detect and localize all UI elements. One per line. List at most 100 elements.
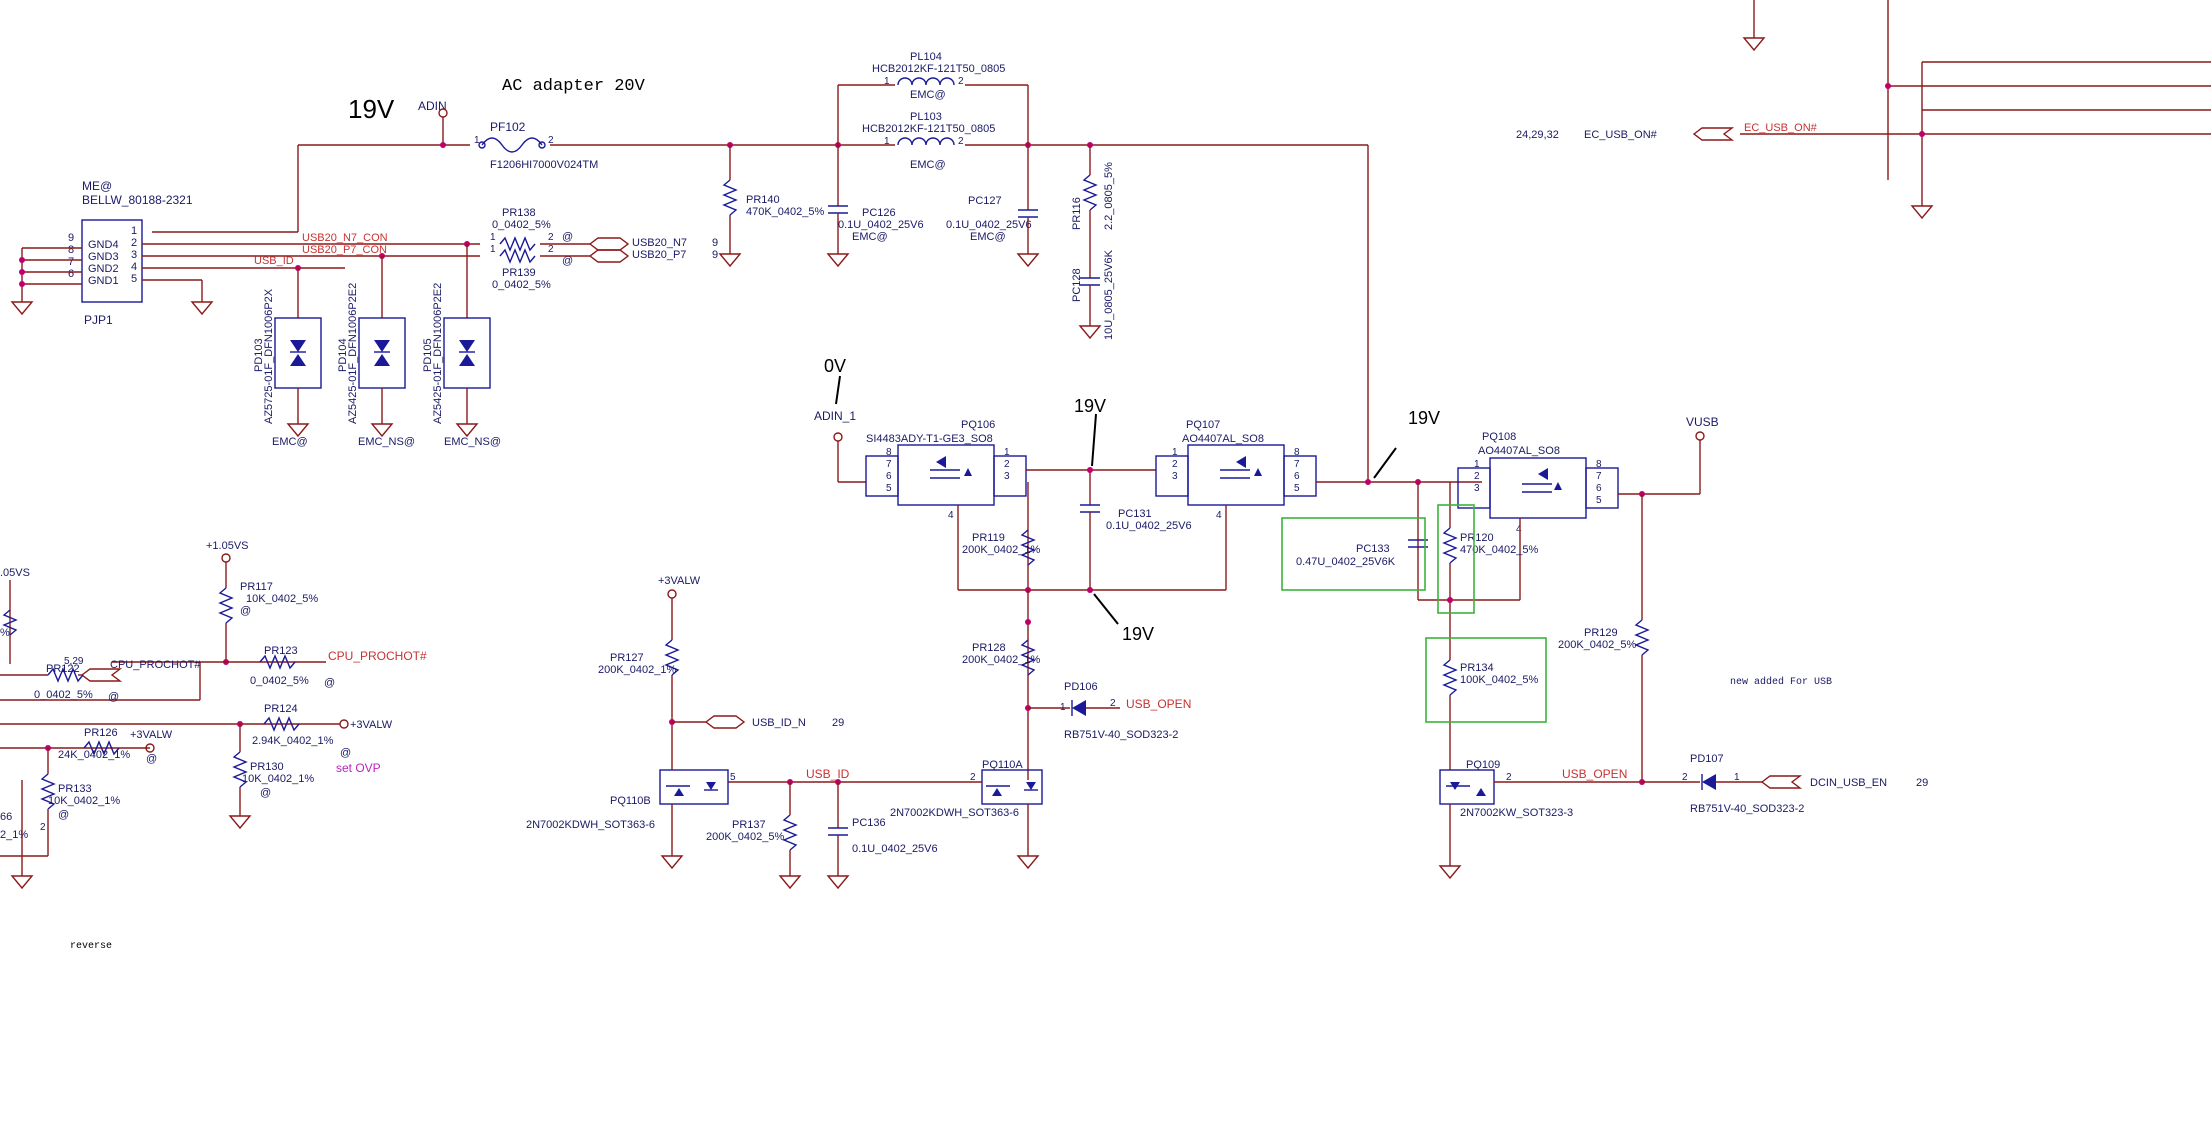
svg-text:7: 7 <box>886 459 892 470</box>
pr128-resistor <box>1020 639 1036 676</box>
v105vs-label: +1.05VS <box>206 540 249 552</box>
svg-text:PQ108: PQ108 <box>1482 431 1516 443</box>
svg-text:8: 8 <box>1294 447 1300 458</box>
svg-text:9: 9 <box>712 249 718 261</box>
svg-text:6: 6 <box>1294 471 1300 482</box>
svg-text:GND1: GND1 <box>88 275 119 287</box>
pr137-resistor <box>782 814 798 851</box>
svg-text:PR127: PR127 <box>610 652 644 664</box>
svg-text:PR129: PR129 <box>1584 627 1618 639</box>
voltage-0v: 0V <box>824 356 846 376</box>
svg-text:1: 1 <box>1172 447 1178 458</box>
pjp1-connector <box>81 219 143 303</box>
svg-text:PR122: PR122 <box>46 663 80 675</box>
voltage-19v-main: 19V <box>348 94 395 124</box>
svg-text:PC136: PC136 <box>852 817 886 829</box>
svg-text:200K_0402_1%: 200K_0402_1% <box>962 654 1041 666</box>
svg-text:PC126: PC126 <box>862 207 896 219</box>
net-cpu-prochot-a: CPU_PROCHOT# <box>110 659 201 671</box>
pf102-ref: PF102 <box>490 120 526 134</box>
svg-text:HCB2012KF-121T50_0805: HCB2012KF-121T50_0805 <box>872 63 1005 75</box>
svg-text:PC127: PC127 <box>968 195 1002 207</box>
pr122-resistor <box>47 667 84 683</box>
vusb-label: VUSB <box>1686 415 1719 429</box>
pd106-diode <box>1072 700 1086 716</box>
svg-text:EMC@: EMC@ <box>970 231 1006 243</box>
svg-text:@: @ <box>58 809 69 821</box>
net-usb-open-a: USB_OPEN <box>1126 697 1191 711</box>
highlight-pr134 <box>1425 637 1547 723</box>
svg-text:@: @ <box>324 677 335 689</box>
svg-text:PQ110B: PQ110B <box>610 795 651 807</box>
pr139-resistor <box>499 248 536 264</box>
svg-text:5: 5 <box>1596 495 1602 506</box>
svg-text:PR130: PR130 <box>250 761 284 773</box>
pr133-resistor <box>40 773 56 810</box>
net-usb-open-b: USB_OPEN <box>1562 767 1627 781</box>
pd103-tvs <box>274 268 322 438</box>
svg-text:4: 4 <box>1516 524 1522 535</box>
svg-text:PR123: PR123 <box>264 645 298 657</box>
svg-text:SI4483ADY-T1-GE3_SO8: SI4483ADY-T1-GE3_SO8 <box>866 433 993 445</box>
ac-adapter-note: AC adapter 20V <box>502 77 646 96</box>
svg-text:PQ106: PQ106 <box>961 419 995 431</box>
net-cpu-prochot-b: CPU_PROCHOT# <box>328 649 427 663</box>
svg-text:2N7002KDWH_SOT363-6: 2N7002KDWH_SOT363-6 <box>526 819 655 831</box>
pjp1-part: BELLW_80188-2321 <box>82 193 193 207</box>
svg-text:@: @ <box>240 605 251 617</box>
pjp1-ref: PJP1 <box>84 313 113 327</box>
svg-text:EMC_NS@: EMC_NS@ <box>358 436 415 448</box>
svg-text:3: 3 <box>131 249 137 261</box>
pr117-resistor <box>218 587 234 624</box>
pl104-inductor <box>897 77 955 86</box>
svg-text:PR138: PR138 <box>502 207 536 219</box>
net-usb20-n7-con: USB20_N7_CON <box>302 232 388 244</box>
svg-text:4: 4 <box>1216 510 1222 521</box>
svg-text:0.47U_0402_25V6K: 0.47U_0402_25V6K <box>1296 556 1396 568</box>
svg-text:1: 1 <box>490 232 496 243</box>
svg-text:GND3: GND3 <box>88 251 119 263</box>
usb20-p7-offpage <box>588 249 630 263</box>
svg-text:PR137: PR137 <box>732 819 766 831</box>
usb-id-n-offpage <box>704 715 746 729</box>
svg-text:2: 2 <box>40 822 46 833</box>
svg-text:10U_0805_25V6K: 10U_0805_25V6K <box>1103 249 1115 340</box>
pq110b-mosfet <box>659 769 729 805</box>
svg-text:100K_0402_5%: 100K_0402_5% <box>1460 674 1539 686</box>
svg-text:AZ5425-01F_DFN1006P2E2: AZ5425-01F_DFN1006P2E2 <box>432 283 444 424</box>
pr138-resistor <box>499 236 536 252</box>
svg-text:PR134: PR134 <box>1460 662 1494 674</box>
svg-text:HCB2012KF-121T50_0805: HCB2012KF-121T50_0805 <box>862 123 995 135</box>
svg-text:7: 7 <box>1596 471 1602 482</box>
svg-text:2: 2 <box>1682 772 1688 783</box>
svg-text:4: 4 <box>131 261 137 273</box>
svg-text:PR128: PR128 <box>972 642 1006 654</box>
svg-text:PC133: PC133 <box>1356 543 1390 555</box>
svg-text:0_0402_5%: 0_0402_5% <box>34 689 93 701</box>
svg-text:PR139: PR139 <box>502 267 536 279</box>
svg-text:66: 66 <box>0 811 12 823</box>
svg-text:2: 2 <box>131 237 137 249</box>
svg-text:2.2_0805_5%: 2.2_0805_5% <box>1103 162 1115 230</box>
me-note: ME@ <box>82 179 112 193</box>
adin-1-label: ADIN_1 <box>814 409 856 423</box>
svg-text:29: 29 <box>832 717 844 729</box>
svg-text:PR126: PR126 <box>84 727 118 739</box>
svg-text:1: 1 <box>1734 772 1740 783</box>
v05vs-label: .05VS <box>0 567 30 579</box>
svg-text:6: 6 <box>1596 483 1602 494</box>
pq110a-mosfet <box>981 769 1043 805</box>
adin-label: ADIN <box>418 99 447 113</box>
svg-text:PR120: PR120 <box>1460 532 1494 544</box>
svg-text:0.1U_0402_25V6: 0.1U_0402_25V6 <box>1106 520 1192 532</box>
svg-text:1: 1 <box>1474 459 1480 470</box>
svg-text:PQ110A: PQ110A <box>982 759 1023 771</box>
pr134-resistor <box>1442 659 1458 696</box>
svg-text:1: 1 <box>131 225 137 237</box>
pr130-resistor <box>232 751 248 788</box>
svg-text:2: 2 <box>548 135 554 146</box>
svg-text:1: 1 <box>474 135 480 146</box>
svg-text:AZ5425-01F_DFN1006P2E2: AZ5425-01F_DFN1006P2E2 <box>347 283 359 424</box>
pr119-resistor <box>1020 529 1036 566</box>
svg-text:2_1%: 2_1% <box>0 829 28 841</box>
